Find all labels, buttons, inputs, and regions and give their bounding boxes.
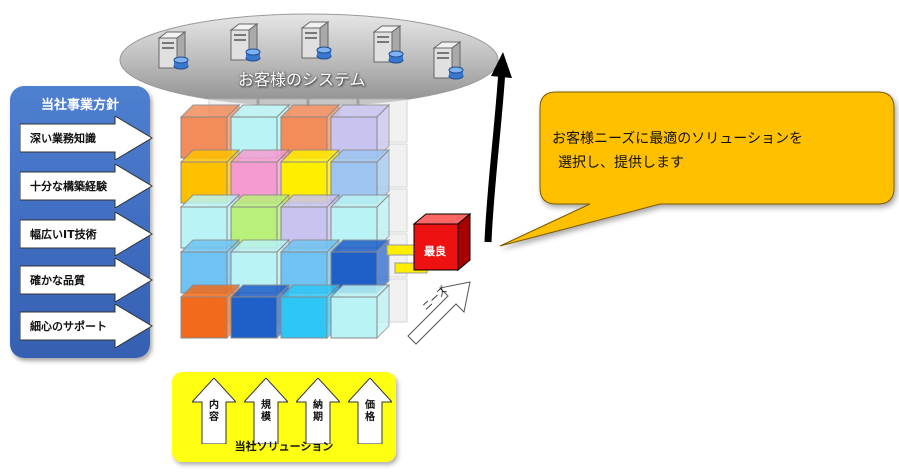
policy-arrow-2: 十分な構築経験 (20, 164, 160, 208)
solution-arrow-1: 内容 (192, 378, 236, 444)
solution-arrow-4: 価格 (348, 378, 392, 444)
solution-arrow-2: 規模 (244, 378, 288, 444)
customer-system-label: お客様のシステム (238, 70, 366, 89)
solution-cube-grid (179, 98, 428, 340)
company-solutions-panel: 内容 規模 納期 価格 当社ソリューション (172, 372, 396, 462)
cube (279, 283, 341, 340)
policy-item-3: 幅広いIT技術 (30, 228, 97, 241)
policy-arrow-4: 確かな品質 (20, 258, 160, 302)
upward-arrow-icon (484, 52, 512, 243)
cube (179, 283, 241, 340)
server-icon (157, 31, 189, 70)
company-policy-panel: 当社事業方針 深い業務知識 十分な構築経験 幅広いIT技術 確かな品質 細心のサ… (10, 86, 153, 358)
solution-item-1: 内容 (209, 400, 219, 423)
solution-item-2: 規模 (261, 400, 271, 423)
policy-item-2: 十分な構築経験 (30, 180, 107, 193)
policy-arrow-5: 細心のサポート (20, 304, 160, 348)
policy-item-1: 深い業務知識 (30, 132, 96, 145)
policy-arrow-3: 幅広いIT技術 (20, 212, 160, 256)
callout-text-line2: 選択し、提供します (558, 155, 684, 171)
callout-text-line1: お客様ニーズに最適のソリューションを (552, 131, 804, 147)
cube (329, 283, 391, 340)
server-icon (300, 21, 332, 60)
policy-arrow-1: 深い業務知識 (20, 116, 160, 160)
solutions-label: 当社ソリューション (234, 440, 334, 453)
callout-bubble (499, 91, 895, 247)
server-icon (372, 25, 404, 64)
needs-arrow-icon (407, 281, 471, 345)
policy-title: 当社事業方針 (40, 98, 119, 113)
policy-item-4: 確かな品質 (30, 274, 85, 287)
server-icon (229, 23, 261, 62)
solution-item-4: 価格 (365, 400, 375, 423)
solution-item-3: 納期 (313, 400, 323, 423)
policy-item-5: 細心のサポート (30, 320, 107, 333)
best-label: 最良 (424, 245, 446, 258)
solution-arrow-3: 納期 (296, 378, 340, 444)
server-icon (432, 41, 464, 80)
best-cube (412, 212, 472, 272)
cube (229, 283, 291, 340)
